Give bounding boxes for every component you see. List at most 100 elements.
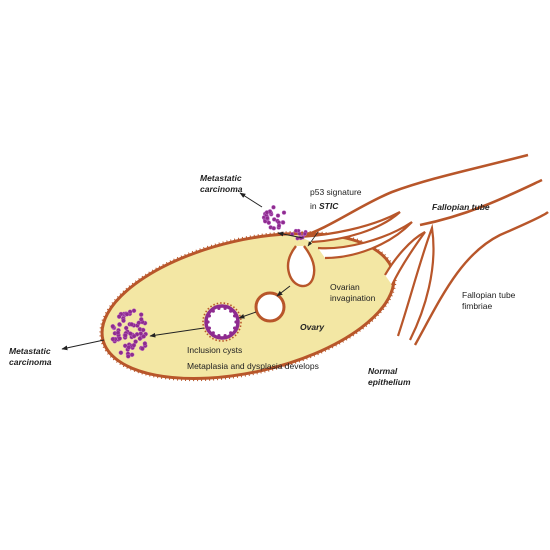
tumor-cell <box>138 316 144 322</box>
ovarian-invagination <box>286 245 316 288</box>
tumor-cell <box>275 213 281 218</box>
tumor-cell <box>266 220 271 225</box>
tumor-cell <box>140 327 146 333</box>
label-metastatic-top-line2: carcinoma <box>200 183 243 194</box>
tumor-cell <box>118 350 124 356</box>
tumor-cell <box>124 311 130 317</box>
label-metastatic-left-line1: Metastatic <box>9 346 51 356</box>
tumor-cell <box>129 322 134 327</box>
tumor-cell <box>141 334 146 339</box>
tumor-cell <box>265 215 270 221</box>
tumor-cell <box>293 228 298 233</box>
fimbria-3 <box>384 231 426 286</box>
tumor-cell <box>140 346 145 351</box>
label-ovarian-invagination: Ovarian invagination <box>330 282 375 303</box>
tumor-cell <box>116 314 122 319</box>
cyst-dysplasia-cells <box>206 306 238 338</box>
tumor-cell <box>264 210 270 215</box>
label-fallopian-tube: Fallopian tube <box>432 202 490 212</box>
fimbria-2 <box>317 221 413 260</box>
dysplastic-cell <box>229 309 233 313</box>
fimbria-1 <box>299 211 401 244</box>
tumor-cell <box>272 217 277 222</box>
dysplastic-cell <box>211 309 215 313</box>
arrow-invagination-to-cyst <box>276 285 291 297</box>
label-inclusion-cysts: Inclusion cysts <box>187 345 243 355</box>
tumor-cell <box>131 308 137 314</box>
arrow-to-metastatic-left <box>61 339 105 351</box>
tumor-cell <box>280 220 286 225</box>
tumor-cell <box>297 231 302 236</box>
tumor-cell <box>117 322 122 327</box>
label-invagination-line2: invagination <box>330 292 376 303</box>
label-metastatic-left: Metastatic carcinoma <box>9 346 52 367</box>
fallopian-tube-upper <box>297 153 529 240</box>
dysplastic-cell <box>207 326 211 330</box>
arrow-stic-to-cluster <box>277 231 304 239</box>
dysplastic-cell <box>217 334 221 338</box>
label-p53-line2: in STIC <box>310 201 362 212</box>
dysplastic-cell <box>211 331 215 335</box>
label-p53-signature: p53 signature in STIC <box>310 187 362 211</box>
fimbria-outer <box>413 211 549 346</box>
tumor-cell <box>281 210 287 215</box>
tumor-cell <box>276 223 282 228</box>
label-metastatic-left-line2: carcinoma <box>9 356 52 367</box>
dysplastic-cell <box>206 320 210 324</box>
label-p53-line2-prefix: in <box>310 200 319 211</box>
tumor-cell <box>137 336 143 341</box>
metastatic-cluster-left <box>110 308 148 359</box>
label-invagination-line1: Ovarian <box>330 282 360 292</box>
label-metastatic-top: Metastatic carcinoma <box>200 173 243 194</box>
dysplastic-cell <box>233 326 237 330</box>
inclusion-cyst-right <box>254 291 286 323</box>
stic-cluster <box>290 228 308 241</box>
tumor-cell <box>121 318 126 324</box>
label-normal-line2: epithelium <box>368 376 411 387</box>
inclusion-cyst-left-ring <box>202 302 242 342</box>
tumor-cell <box>142 341 148 346</box>
dysplastic-cell <box>223 334 227 338</box>
label-p53-line1: p53 signature <box>310 187 362 197</box>
arrow-cyst-to-cyst <box>238 311 257 319</box>
tumor-cell <box>271 226 276 231</box>
label-normal-epithelium: Normal epithelium <box>368 366 411 387</box>
tumor-cell <box>110 336 116 342</box>
dysplastic-cell <box>233 314 237 318</box>
label-fimbriae-line1: Fallopian tube <box>462 290 516 300</box>
tumor-cell <box>125 353 131 359</box>
dysplastic-cell <box>217 306 221 310</box>
tumor-cell <box>127 309 133 315</box>
tumor-cell <box>117 336 122 341</box>
tumor-cell <box>129 352 135 358</box>
label-metaplasia: Metaplasia and dysplasia develops <box>187 361 319 371</box>
tumor-cell <box>110 323 116 329</box>
label-ovary: Ovary <box>300 322 325 332</box>
tumor-cell <box>136 320 142 326</box>
label-fallopian-fimbriae: Fallopian tube fimbriae <box>462 290 515 311</box>
inclusion-cyst-left <box>204 304 240 340</box>
arrow-to-metastatic-top <box>239 192 263 208</box>
dysplastic-cell <box>207 314 211 318</box>
fimbria-4 <box>396 223 435 341</box>
label-stic: STIC <box>318 200 339 211</box>
tumor-cell <box>115 330 121 336</box>
tumor-cell <box>123 325 129 331</box>
ovary-body <box>100 231 396 381</box>
tumor-cell <box>302 231 307 236</box>
label-normal-line1: Normal <box>368 366 398 376</box>
dysplastic-cell <box>223 306 227 310</box>
tumor-cell <box>138 312 144 317</box>
label-metastatic-top-line1: Metastatic <box>200 173 242 183</box>
tumor-cell <box>131 342 137 348</box>
arrow-cyst-to-left-cluster <box>149 327 205 338</box>
fallopian-tube-lower <box>419 178 543 227</box>
metastatic-cluster-top <box>261 205 287 231</box>
label-fimbriae-line2: fimbriae <box>462 300 493 311</box>
tumor-cell <box>126 344 132 350</box>
tumor-cell <box>271 205 276 210</box>
dysplastic-cell <box>229 331 233 335</box>
dysplastic-cell <box>234 320 238 324</box>
arrow-p53-pointer <box>307 231 319 247</box>
